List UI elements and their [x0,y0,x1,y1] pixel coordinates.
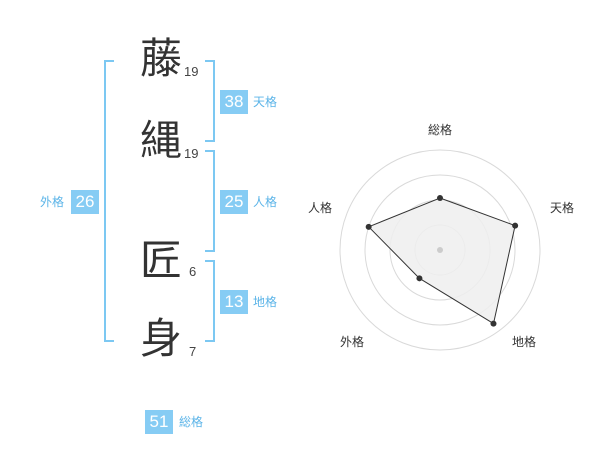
radar-ring [364,174,516,326]
radar-point-5 [365,223,372,230]
jinkaku-value: 25 [220,190,248,214]
chikaku-label: 地格 [253,295,278,309]
chikaku-value: 13 [220,290,248,314]
name-char-1: 藤 [140,34,183,83]
jinkaku-label: 人格 [253,195,278,209]
chikaku-bracket [205,260,215,342]
axis-label-tenkaku: 天格 [550,200,574,215]
axis-label-chikaku: 地格 [512,334,536,349]
axis-label-jinkaku: 人格 [308,200,332,215]
radar-points [365,195,519,327]
radar-center [437,247,443,253]
tenkaku-value: 38 [220,90,248,114]
fortune-radar-chart: 総格 天格 地格 外格 人格 [308,122,574,351]
tenkaku-label: 天格 [253,95,278,109]
name-char-2: 縄 [140,116,183,165]
axis-label-gaikaku: 外格 [340,334,364,349]
name-char-4: 身 [140,314,183,363]
stroke-count-3: 6 [189,264,197,279]
radar-point-4 [416,275,423,282]
name-char-3: 匠 [140,236,183,285]
gaikaku-bracket [104,60,114,342]
stroke-count-4: 7 [189,344,197,359]
radar-point-2 [512,222,519,229]
stroke-count-2: 19 [184,146,199,161]
radar-area [367,197,516,325]
stroke-count-1: 19 [184,64,199,79]
axis-label-soukaku: 総格 [428,122,452,137]
soukaku-value: 51 [145,410,173,434]
radar-point-3 [490,320,497,327]
soukaku-label: 総格 [179,415,204,429]
jinkaku-bracket [205,150,215,252]
gaikaku-label: 外格 [40,195,65,209]
radar-ring [339,149,541,351]
radar-point-1 [437,195,443,201]
tenkaku-bracket [205,60,215,142]
gaikaku-value: 26 [71,190,99,214]
